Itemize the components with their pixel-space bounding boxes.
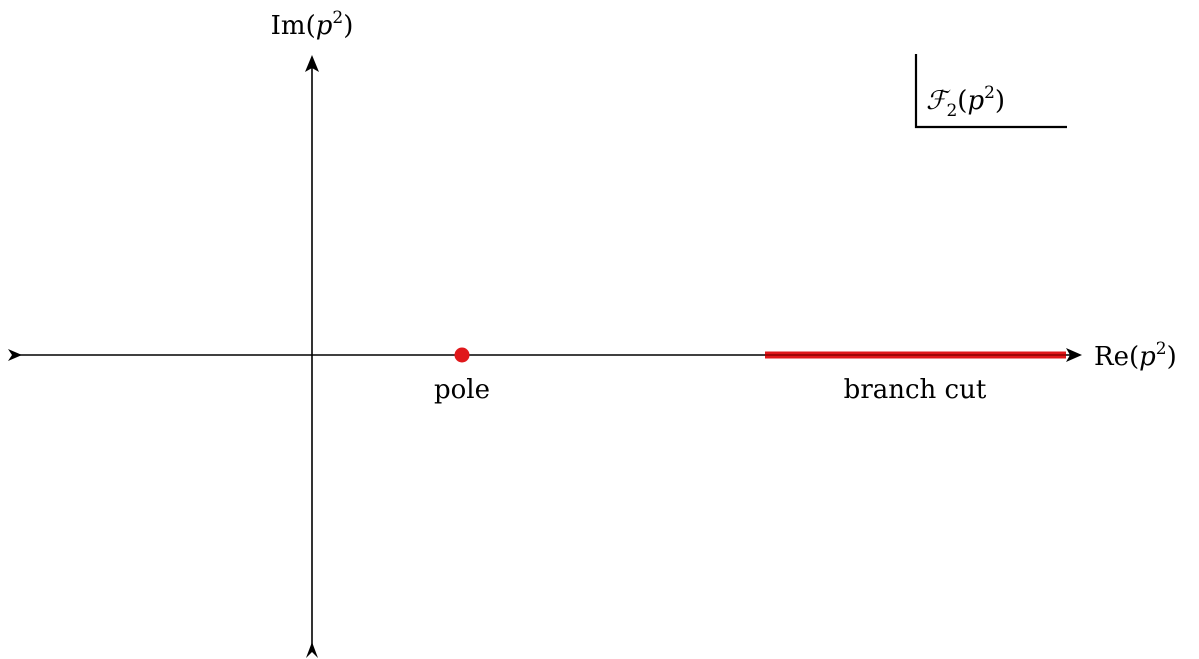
real-axis-right-arrow-icon bbox=[1066, 348, 1082, 362]
function-label: ℱ2(p2) bbox=[926, 83, 1005, 121]
pole-marker bbox=[454, 347, 470, 363]
pole-label: pole bbox=[434, 375, 490, 405]
imaginary-axis-top-arrow-icon bbox=[305, 55, 319, 72]
imaginary-axis-label: Im(p2) bbox=[271, 8, 354, 41]
imaginary-axis-bottom-arrow-icon bbox=[306, 642, 318, 658]
function-box-frame bbox=[914, 54, 1067, 129]
real-axis-left-arrow-icon bbox=[8, 349, 22, 361]
branch-cut-label: branch cut bbox=[844, 375, 987, 405]
real-axis-label: Re(p2) bbox=[1094, 339, 1177, 372]
